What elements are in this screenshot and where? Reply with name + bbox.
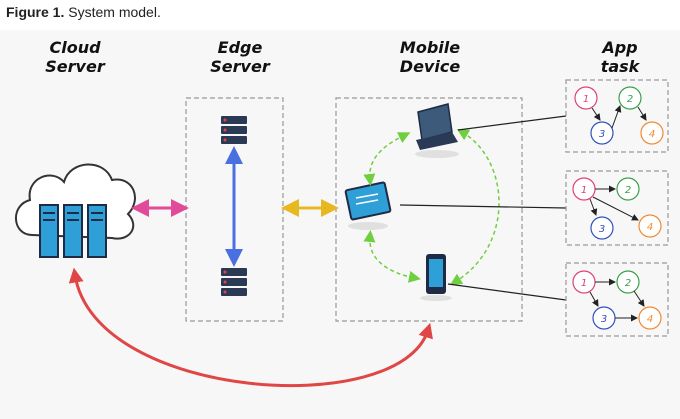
figure-title: System model. (68, 4, 161, 20)
figure-caption: Figure 1. System model. (6, 4, 161, 20)
task1-node1 (574, 86, 598, 110)
laptop-tablet-arrow (363, 132, 411, 186)
edge-server-bottom-icon (221, 268, 247, 296)
cloud-header-line1: Cloud (49, 38, 101, 57)
mobile-device-header: Mobile Device (370, 38, 490, 76)
task2-label3: 3 (599, 224, 605, 235)
task1-node2 (618, 86, 642, 110)
app-task-header: App task (575, 38, 665, 76)
cloud-server-rack-icon (39, 204, 107, 258)
task3-label4: 4 (647, 314, 653, 325)
task1-label4: 4 (649, 129, 655, 140)
task2-node4 (638, 214, 662, 238)
task3-node4 (638, 306, 662, 330)
task2-label4: 4 (647, 222, 653, 233)
laptop-icon (415, 103, 459, 158)
smartphone-icon (420, 254, 452, 301)
task3-label1: 1 (581, 278, 587, 289)
task1-node4 (640, 121, 664, 145)
figure-label: Figure 1. (6, 4, 65, 20)
task1-label2: 2 (627, 94, 633, 105)
mobile-header-line1: Mobile (399, 38, 461, 57)
task3-label2: 2 (625, 278, 631, 289)
laptop-phone-arrow (449, 128, 500, 286)
app-header-line2: task (600, 57, 640, 76)
cloud-server-header: Cloud Server (20, 38, 130, 76)
task3-node2 (616, 270, 640, 294)
phone-task-link (447, 283, 567, 301)
app-header-line1: App (602, 38, 638, 57)
task-graph-3: 1 2 3 4 (565, 262, 669, 337)
task1-label1: 1 (583, 94, 589, 105)
task2-label1: 1 (581, 185, 587, 196)
task2-label2: 2 (625, 185, 631, 196)
tablet-icon (344, 181, 392, 230)
laptop-task-link (457, 115, 567, 131)
task1-node3 (590, 121, 614, 145)
task-graph-2: 1 2 3 4 (565, 170, 669, 246)
task1-label3: 3 (599, 129, 605, 140)
tablet-phone-arrow (363, 230, 421, 283)
tablet-task-link (399, 204, 567, 209)
edge-server-top-icon (221, 116, 247, 144)
edge-header-line2: Server (210, 57, 270, 76)
task2-node2 (616, 177, 640, 201)
task3-label3: 3 (601, 314, 607, 325)
cloud-mobile-arrow (68, 267, 433, 387)
cloud-header-line2: Server (45, 57, 105, 76)
edge-server-header: Edge Server (185, 38, 295, 76)
mobile-header-line2: Device (399, 57, 461, 76)
task2-node3 (590, 216, 614, 240)
edge-header-line1: Edge (217, 38, 263, 57)
task-graph-1: 1 2 3 4 (565, 79, 669, 153)
